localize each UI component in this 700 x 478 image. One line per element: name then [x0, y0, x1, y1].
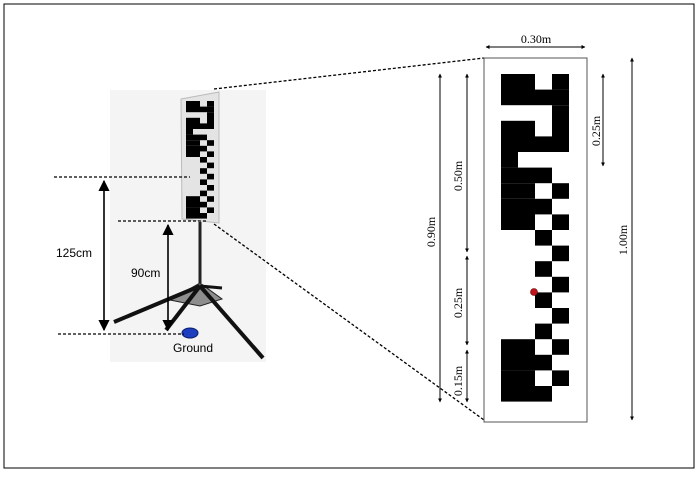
zoom-line-top: [213, 57, 485, 90]
label-025m-middle: 0.25m: [451, 287, 465, 318]
pattern-block: [501, 152, 518, 168]
pattern-block: [535, 136, 552, 152]
pattern-block: [186, 117, 200, 129]
pattern-block: [193, 134, 207, 141]
pattern-block: [207, 196, 214, 202]
photo-marker-board: [180, 91, 220, 224]
label-090m: 0.90m: [424, 216, 438, 247]
pattern-block: [535, 89, 569, 106]
marker-pattern: [501, 74, 569, 402]
tripod: [113, 222, 265, 360]
photo-pattern: [186, 101, 214, 219]
pattern-block: [207, 207, 214, 213]
pattern-block: [501, 167, 518, 184]
pattern-block: [200, 106, 214, 113]
label-100m: 1.00m: [616, 224, 630, 255]
pattern-block: [186, 207, 200, 213]
pattern-block: [207, 173, 214, 180]
ground-marker: [181, 327, 199, 339]
pattern-block: [552, 214, 569, 230]
pattern-block: [186, 129, 193, 135]
pattern-block: [207, 162, 214, 169]
pattern-block: [207, 185, 214, 191]
pattern-block: [552, 74, 569, 90]
label-015m: 0.15m: [451, 365, 465, 396]
pattern-block: [186, 134, 193, 141]
pattern-block: [200, 179, 207, 185]
pattern-block: [535, 230, 552, 246]
pattern-block: [207, 101, 214, 107]
label-050m: 0.50m: [451, 160, 465, 191]
pattern-block: [552, 339, 569, 355]
pattern-block: [501, 183, 535, 199]
pattern-block: [552, 276, 569, 293]
label-125cm: 125cm: [56, 246, 92, 260]
pattern-block: [552, 370, 569, 386]
pattern-block: [535, 354, 552, 371]
pattern-block: [200, 145, 207, 152]
pattern-block: [207, 112, 214, 129]
label-width: 0.30m: [521, 32, 552, 46]
pattern-block: [186, 213, 207, 219]
pattern-block: [552, 105, 569, 152]
pattern-block: [207, 151, 214, 157]
pattern-block: [200, 123, 207, 129]
label-90cm: 90cm: [131, 266, 160, 280]
pattern-block: [501, 386, 552, 402]
pattern-block: [535, 292, 552, 308]
pattern-block: [501, 370, 535, 386]
pattern-block: [552, 308, 569, 324]
pattern-block: [200, 157, 207, 163]
ground-label: Ground: [173, 341, 213, 355]
pattern-block: [200, 201, 207, 208]
pattern-block: [501, 120, 535, 152]
pattern-block: [501, 74, 535, 106]
pattern-block: [501, 198, 535, 230]
pattern-block: [535, 323, 552, 340]
pattern-block: [186, 196, 200, 208]
center-dot: [530, 288, 538, 296]
pattern-block: [200, 168, 207, 174]
pattern-block: [186, 140, 200, 146]
label-025m-block: 0.25m: [589, 115, 603, 146]
zoom-line-bottom: [213, 223, 485, 421]
pattern-block: [535, 198, 552, 215]
pattern-block: [501, 339, 535, 371]
pattern-block: [200, 190, 207, 197]
pattern-block: [552, 245, 569, 262]
pattern-block: [552, 183, 569, 199]
pattern-block: [518, 167, 552, 184]
pattern-block: [186, 145, 200, 157]
pattern-block: [186, 101, 200, 113]
outer-border: [3, 3, 695, 469]
pattern-block: [535, 261, 552, 277]
pattern-block: [207, 140, 214, 146]
